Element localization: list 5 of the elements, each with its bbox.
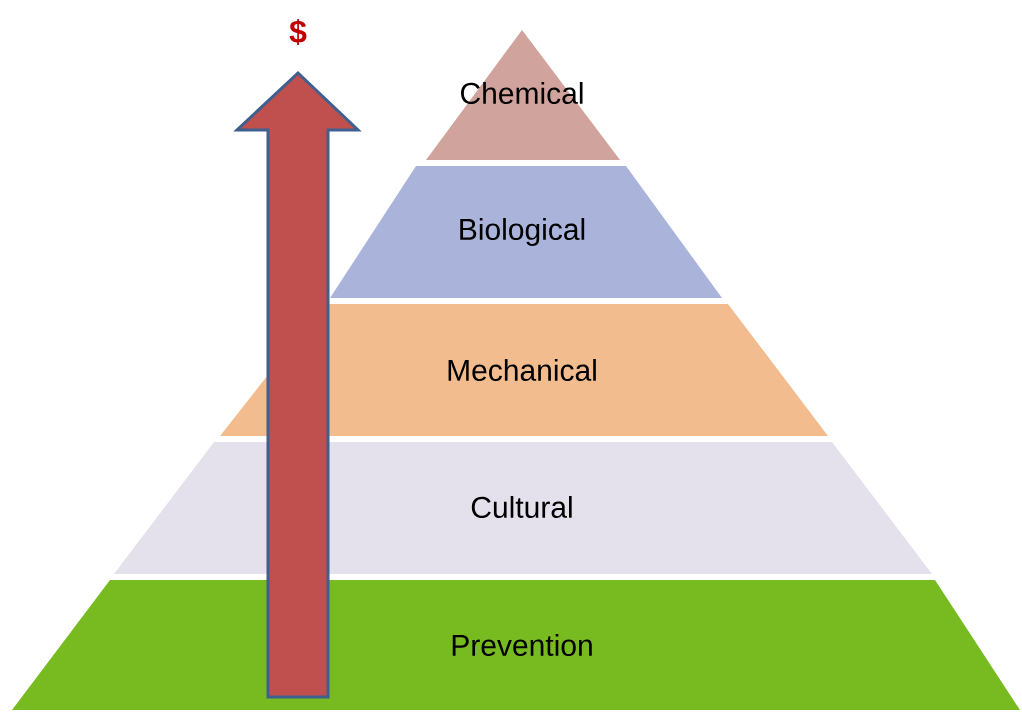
- cost-symbol: $: [289, 18, 307, 46]
- pyramid-tier: Prevention: [12, 580, 1020, 710]
- pyramid-tier: Biological: [330, 166, 722, 298]
- pyramid-tier: Cultural: [114, 442, 932, 574]
- pyramid-tier: Chemical: [426, 30, 620, 160]
